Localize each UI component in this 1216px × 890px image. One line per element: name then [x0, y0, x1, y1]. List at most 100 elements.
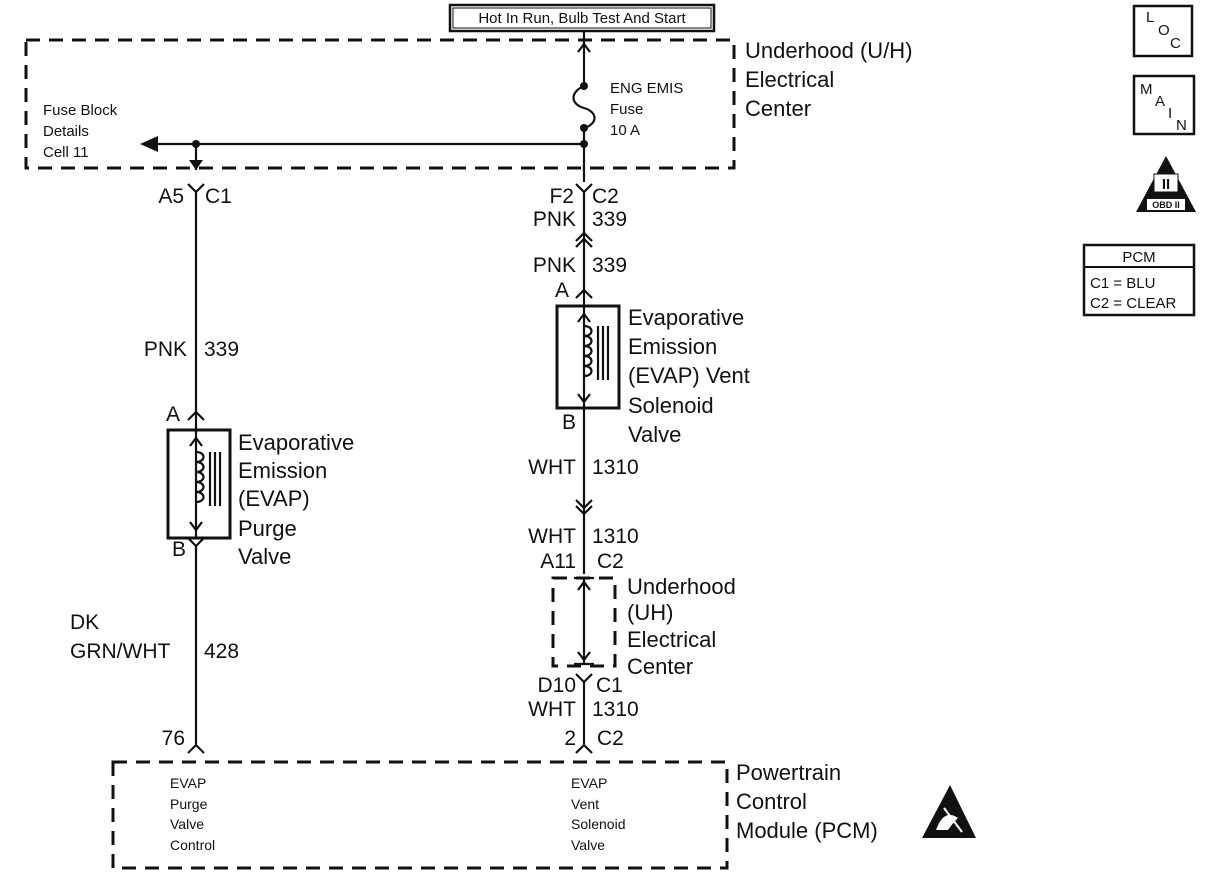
svg-text:Valve: Valve	[238, 544, 291, 569]
svg-text:Valve: Valve	[628, 422, 681, 447]
main-badge: M A I N	[1132, 74, 1196, 136]
svg-text:Emission: Emission	[628, 334, 717, 359]
svg-text:Solenoid: Solenoid	[571, 816, 626, 832]
svg-text:A: A	[166, 403, 180, 426]
right-wire-pnk-1-label: PNK 339	[533, 208, 627, 231]
svg-text:C2: C2	[592, 185, 619, 208]
svg-text:339: 339	[592, 254, 627, 277]
svg-text:Fuse Block: Fuse Block	[43, 102, 118, 119]
svg-text:C2 = CLEAR: C2 = CLEAR	[1090, 295, 1176, 312]
svg-text:339: 339	[204, 338, 239, 361]
obd-ii-badge: II OBD II	[1136, 156, 1196, 212]
svg-text:Underhood (U/H): Underhood (U/H)	[745, 38, 913, 63]
svg-text:Details: Details	[43, 123, 89, 140]
right-wire-pnk-2-label: PNK 339	[533, 254, 627, 277]
svg-text:L: L	[1146, 9, 1154, 26]
svg-text:ENG EMIS: ENG EMIS	[610, 80, 683, 97]
svg-text:F2: F2	[549, 185, 574, 208]
svg-text:WHT: WHT	[528, 525, 576, 548]
svg-text:C1: C1	[596, 674, 623, 697]
pcm-box	[111, 760, 729, 870]
svg-text:Emission: Emission	[238, 458, 327, 483]
right-wire-wht-2-label: WHT 1310	[528, 525, 639, 548]
svg-text:Purge: Purge	[238, 516, 297, 541]
svg-text:Valve: Valve	[170, 816, 204, 832]
pcm-vent-control-label: EVAP Vent Solenoid Valve	[571, 775, 626, 853]
svg-text:Electrical: Electrical	[745, 67, 834, 92]
svg-text:M: M	[1140, 81, 1153, 98]
fuse-block-details-label: Fuse Block Details Cell 11	[43, 102, 118, 161]
svg-text:(EVAP) Vent: (EVAP) Vent	[628, 363, 750, 388]
arrow-left-icon	[140, 136, 158, 152]
fuse-icon	[572, 84, 596, 130]
svg-text:Fuse: Fuse	[610, 101, 643, 118]
svg-text:C1: C1	[205, 185, 232, 208]
left-connector-c1: A5 C1	[158, 183, 232, 208]
vent-solenoid-label: Evaporative Emission (EVAP) Vent Solenoi…	[628, 305, 750, 447]
svg-text:339: 339	[592, 208, 627, 231]
svg-text:D10: D10	[537, 674, 576, 697]
svg-text:A11: A11	[540, 550, 576, 573]
svg-text:PCM: PCM	[1122, 249, 1155, 266]
svg-text:B: B	[562, 411, 576, 434]
svg-text:Control: Control	[736, 789, 807, 814]
fuse-bus	[140, 136, 588, 170]
left-wire-pnk-label: PNK 339	[144, 338, 239, 361]
svg-text:C2: C2	[597, 727, 624, 750]
svg-text:Powertrain: Powertrain	[736, 760, 841, 785]
svg-text:Center: Center	[745, 96, 811, 121]
svg-text:Evaporative: Evaporative	[238, 430, 354, 455]
svg-text:Vent: Vent	[571, 796, 599, 812]
svg-text:PNK: PNK	[533, 208, 576, 231]
svg-text:EVAP: EVAP	[571, 775, 607, 791]
svg-text:O: O	[1158, 22, 1170, 39]
svg-text:(UH): (UH)	[627, 600, 673, 625]
svg-text:I: I	[1168, 105, 1172, 122]
svg-text:PNK: PNK	[533, 254, 576, 277]
eng-emis-fuse-label: ENG EMIS Fuse 10 A	[610, 80, 683, 139]
uh-center-title: Underhood (U/H) Electrical Center	[745, 38, 913, 121]
svg-text:Underhood: Underhood	[627, 574, 736, 599]
vent-solenoid: A B	[555, 279, 621, 434]
svg-text:Valve: Valve	[571, 837, 605, 853]
pcm-purge-control-label: EVAP Purge Valve Control	[170, 775, 215, 853]
svg-text:1310: 1310	[592, 698, 639, 721]
svg-text:1310: 1310	[592, 525, 639, 548]
svg-text:(EVAP): (EVAP)	[238, 486, 310, 511]
svg-text:II: II	[1162, 176, 1170, 193]
svg-text:1310: 1310	[592, 456, 639, 479]
vent-coil-icon	[583, 324, 593, 378]
svg-text:WHT: WHT	[528, 456, 576, 479]
left-wire-dkgrn-label: DK GRN/WHT 428	[70, 611, 239, 663]
purge-coil-icon	[195, 450, 205, 504]
svg-text:WHT: WHT	[528, 698, 576, 721]
uh-connector-d10-c1: D10 C1	[537, 673, 623, 697]
power-label-box: Hot In Run, Bulb Test And Start	[448, 3, 716, 33]
fuse-feed	[572, 32, 596, 182]
svg-text:Solenoid: Solenoid	[628, 393, 714, 418]
svg-text:C2: C2	[597, 550, 624, 573]
svg-text:C: C	[1170, 35, 1181, 52]
pcm-legend: PCM C1 = BLU C2 = CLEAR	[1082, 243, 1196, 317]
uh-connector-a11-c2: A11 C2	[540, 550, 624, 573]
uh-center-box	[24, 38, 736, 170]
pcm-pin-76: 76	[162, 727, 205, 754]
pcm-pin-2-c2: 2 C2	[564, 727, 624, 754]
right-wire-wht-3-label: WHT 1310	[528, 698, 639, 721]
svg-text:A: A	[1155, 93, 1165, 110]
svg-text:Evaporative: Evaporative	[628, 305, 744, 330]
svg-text:DK: DK	[70, 611, 99, 634]
power-label: Hot In Run, Bulb Test And Start	[478, 10, 686, 27]
svg-text:GRN/WHT: GRN/WHT	[70, 640, 170, 663]
svg-text:Electrical: Electrical	[627, 627, 716, 652]
svg-text:C1 = BLU: C1 = BLU	[1090, 275, 1155, 292]
pcm-title: Powertrain Control Module (PCM)	[736, 760, 878, 843]
svg-text:EVAP: EVAP	[170, 775, 206, 791]
svg-text:PNK: PNK	[144, 338, 187, 361]
svg-text:Purge: Purge	[170, 796, 208, 812]
svg-text:428: 428	[204, 640, 239, 663]
purge-valve: A B	[166, 403, 232, 561]
svg-text:Center: Center	[627, 654, 693, 679]
svg-text:B: B	[172, 538, 186, 561]
